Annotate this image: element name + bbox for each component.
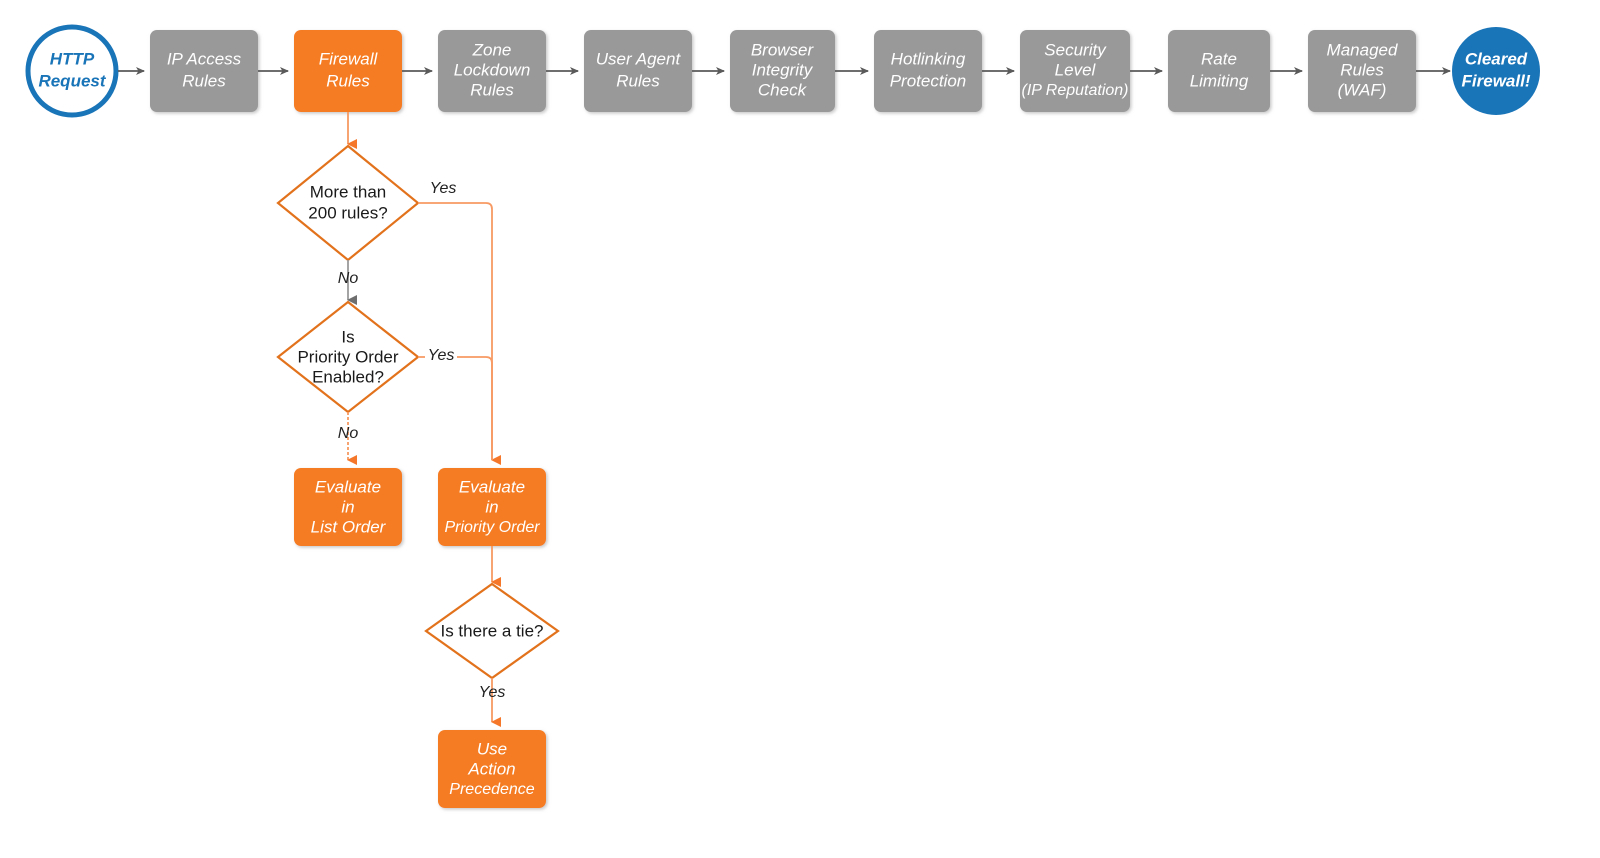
decision3-label-line1: Is there a tie?: [440, 621, 543, 640]
cleared-firewall-label-line1: Cleared: [1465, 49, 1528, 68]
node-cleared-firewall[interactable]: Cleared Firewall!: [1452, 27, 1540, 115]
edge-decision1-yes: [418, 202, 501, 465]
decision2-label-line2: Priority Order: [297, 347, 398, 366]
security-level-label-line3: (IP Reputation): [1021, 82, 1128, 99]
ip-access-rules-box: [150, 30, 258, 112]
managed-rules-label-line3: (WAF): [1338, 80, 1387, 99]
cleared-firewall-label-line2: Firewall!: [1462, 71, 1531, 90]
outcome2-label-line1: Evaluate: [459, 477, 525, 496]
outcome3-label-line2: Action: [467, 759, 515, 778]
http-request-circle: [25, 24, 119, 118]
rate-limiting-box: [1168, 30, 1270, 112]
node-security-level[interactable]: Security Level (IP Reputation): [1020, 30, 1130, 112]
firewall-rules-label-line1: Firewall: [319, 49, 379, 68]
zone-lockdown-label-line2: Lockdown: [454, 60, 531, 79]
node-zone-lockdown-rules[interactable]: Zone Lockdown Rules: [438, 30, 546, 112]
managed-rules-label-line1: Managed: [1327, 40, 1398, 59]
decision1-label-line1: More than: [310, 182, 387, 201]
node-user-agent-rules[interactable]: User Agent Rules: [584, 30, 692, 112]
outcome1-label-line3: List Order: [311, 517, 387, 536]
managed-rules-label-line2: Rules: [1340, 60, 1384, 79]
hotlinking-label-line2: Protection: [890, 71, 967, 90]
decision-is-there-a-tie[interactable]: Is there a tie?: [424, 582, 560, 680]
security-level-box: [1020, 30, 1130, 112]
http-request-label-line2: Request: [38, 71, 106, 90]
managed-rules-waf-box: [1308, 30, 1416, 112]
node-hotlinking-protection[interactable]: Hotlinking Protection: [874, 30, 982, 112]
node-firewall-rules[interactable]: Firewall Rules: [294, 30, 402, 112]
decision-is-priority-order-enabled[interactable]: Is Priority Order Enabled?: [276, 300, 420, 414]
edge-decision2-yes: [418, 356, 493, 460]
node-http-request[interactable]: HTTP Request: [25, 24, 119, 118]
zone-lockdown-label-line1: Zone: [472, 40, 512, 59]
node-evaluate-in-list-order[interactable]: Evaluate in List Order: [294, 468, 402, 546]
outcome3-label-line1: Use: [477, 739, 507, 758]
zone-lockdown-rules-box: [438, 30, 546, 112]
outcome2-label-line2: in: [485, 497, 498, 516]
firewall-rules-box: [294, 30, 402, 112]
outcome1-label-line2: in: [341, 497, 354, 516]
ip-access-rules-label-line2: Rules: [182, 71, 226, 90]
rate-limiting-label-line2: Limiting: [1190, 71, 1249, 90]
zone-lockdown-label-line3: Rules: [470, 80, 514, 99]
hotlinking-label-line1: Hotlinking: [891, 49, 966, 68]
edge-label-decision2-no: No: [338, 425, 359, 442]
node-rate-limiting[interactable]: Rate Limiting: [1168, 30, 1270, 112]
browser-integrity-label-line3: Check: [758, 80, 808, 99]
decision1-label-line2: 200 rules?: [308, 203, 387, 222]
browser-integrity-label-line1: Browser: [751, 40, 815, 59]
ip-access-rules-label-line1: IP Access: [167, 49, 242, 68]
node-browser-integrity-check[interactable]: Browser Integrity Check: [730, 30, 835, 112]
firewall-rules-label-line2: Rules: [326, 71, 370, 90]
decision2-label-line3: Enabled?: [312, 367, 384, 386]
node-managed-rules-waf[interactable]: Managed Rules (WAF): [1308, 30, 1416, 112]
edge-label-decision3-yes: Yes: [479, 684, 506, 701]
edge-label-decision1-no: No: [338, 270, 359, 287]
outcome1-label-line1: Evaluate: [315, 477, 381, 496]
decision-more-than-200-rules[interactable]: More than 200 rules?: [276, 144, 420, 262]
user-agent-rules-box: [584, 30, 692, 112]
node-evaluate-in-priority-order[interactable]: Evaluate in Priority Order: [438, 468, 546, 546]
edge-label-decision2-yes: Yes: [428, 347, 455, 364]
node-ip-access-rules[interactable]: IP Access Rules: [150, 30, 258, 112]
outcome2-label-line3: Priority Order: [444, 519, 540, 536]
rate-limiting-label-line1: Rate: [1201, 49, 1237, 68]
use-action-precedence-box: [438, 730, 546, 808]
node-use-action-precedence[interactable]: Use Action Precedence: [438, 730, 546, 808]
outcome3-label-line3: Precedence: [449, 781, 534, 798]
user-agent-label-line2: Rules: [616, 71, 660, 90]
evaluate-in-priority-order-box: [438, 468, 546, 546]
hotlinking-protection-box: [874, 30, 982, 112]
decision2-label-line1: Is: [341, 327, 354, 346]
edge-label-decision1-yes: Yes: [430, 180, 457, 197]
browser-integrity-label-line2: Integrity: [752, 60, 814, 79]
cleared-firewall-circle: [1452, 27, 1540, 115]
user-agent-label-line1: User Agent: [596, 49, 682, 68]
http-request-label-line1: HTTP: [50, 49, 95, 68]
security-level-label-line1: Security: [1044, 40, 1107, 59]
security-level-label-line2: Level: [1055, 60, 1097, 79]
browser-integrity-check-box: [730, 30, 835, 112]
evaluate-in-list-order-box: [294, 468, 402, 546]
